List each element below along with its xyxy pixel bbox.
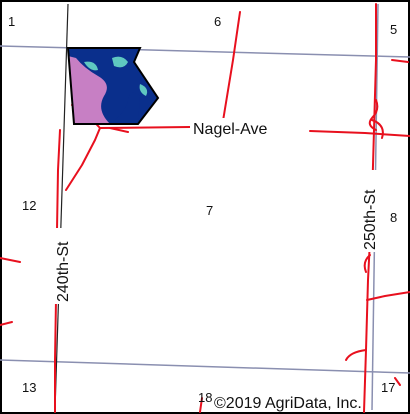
road-label-250th-group: 250th-St	[359, 170, 379, 252]
road-label-240th-st: 240th-St	[55, 241, 72, 302]
road-stub-west-1	[0, 257, 21, 263]
road-squiggle-2	[371, 119, 384, 139]
soil-unit-teal-3	[84, 61, 98, 71]
road-label-250th-st: 250th-St	[362, 189, 379, 250]
section-label-5: 5	[390, 22, 397, 37]
section-label-17: 17	[381, 380, 395, 395]
road-nagel-ave	[99, 126, 410, 137]
copyright-bg	[213, 391, 363, 411]
soil-unit-teal-2	[139, 84, 148, 96]
field-parcel[interactable]	[66, 47, 160, 125]
road-branch-sw	[65, 127, 101, 191]
road-stub-west-2	[0, 321, 13, 326]
section-label-6: 6	[214, 14, 221, 29]
road-north-spur	[221, 11, 241, 128]
copyright-text: ©2019 AgriData, Inc.	[214, 395, 362, 412]
soil-unit-dark-blue-2	[110, 92, 140, 124]
soil-unit-teal-1	[112, 56, 128, 68]
road-stub-ne	[391, 59, 409, 63]
section-label-18: 18	[198, 390, 212, 405]
section-line-bottom	[0, 359, 410, 374]
road-stub-se	[394, 377, 401, 386]
road-squiggle-1	[368, 99, 379, 131]
section-label-1: 1	[8, 14, 15, 29]
section-label-13: 13	[22, 380, 36, 395]
road-label-250th-bg	[359, 170, 379, 252]
road-squiggle-4	[345, 349, 367, 361]
road-squiggle-3	[363, 254, 371, 273]
section-label-12: 12	[22, 198, 36, 213]
section-line-west	[54, 3, 69, 411]
nagel-label-bg	[190, 118, 308, 138]
road-stub-south	[199, 397, 203, 413]
road-label-240th-group: 240th-St	[52, 228, 72, 304]
section-label-7: 7	[206, 203, 213, 218]
field-outline	[66, 47, 160, 125]
section-label-8: 8	[390, 210, 397, 225]
road-label-240th-bg	[52, 228, 72, 304]
road-branch-e	[109, 127, 129, 133]
road-label-nagel-ave: Nagel-Ave	[193, 121, 268, 138]
road-east-spur	[366, 291, 410, 301]
